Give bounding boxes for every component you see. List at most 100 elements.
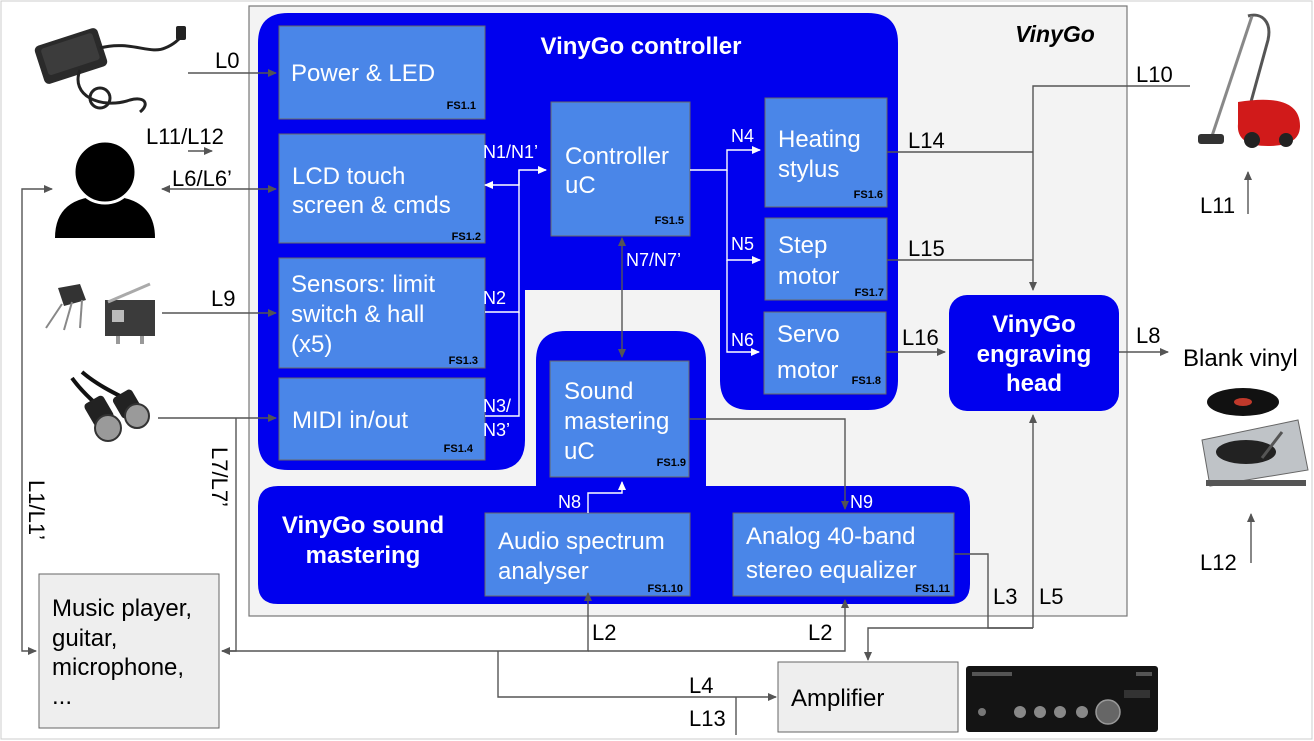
block-audio-spectrum: Audio spectrum analyser FS1.10 xyxy=(484,512,691,597)
block-power-led: Power & LED FS1.1 xyxy=(278,25,486,120)
label-l15: L15 xyxy=(908,236,945,261)
link-l3-amp xyxy=(864,627,1033,661)
svg-text:screen & cmds: screen & cmds xyxy=(292,192,451,219)
svg-text:FS1.2: FS1.2 xyxy=(452,231,481,243)
node-n6: N6 xyxy=(731,330,754,350)
svg-text:MIDI in/out: MIDI in/out xyxy=(292,407,408,434)
block-midi: MIDI in/out FS1.4 xyxy=(278,377,486,461)
svg-text:Controller: Controller xyxy=(565,143,669,170)
svg-text:Heating: Heating xyxy=(778,126,861,153)
svg-text:FS1.7: FS1.7 xyxy=(855,287,884,299)
amplifier-icon xyxy=(966,666,1158,732)
svg-text:Servo: Servo xyxy=(777,321,840,348)
svg-text:motor: motor xyxy=(777,357,838,384)
svg-text:FS1.10: FS1.10 xyxy=(648,583,683,595)
svg-text:Amplifier: Amplifier xyxy=(791,685,884,712)
label-l4: L4 xyxy=(689,673,713,698)
link-l2-equalizer xyxy=(588,599,849,652)
svg-text:FS1.5: FS1.5 xyxy=(655,215,684,227)
svg-text:FS1.4: FS1.4 xyxy=(444,443,474,455)
svg-text:(x5): (x5) xyxy=(291,331,332,358)
svg-text:FS1.3: FS1.3 xyxy=(449,355,478,367)
label-l10: L10 xyxy=(1136,62,1173,87)
node-n3-b: N3’ xyxy=(483,420,510,440)
label-l8: L8 xyxy=(1136,323,1160,348)
sensor-components-icon xyxy=(45,282,155,344)
svg-text:Music player,: Music player, xyxy=(52,595,192,622)
svg-text:uC: uC xyxy=(564,438,595,465)
svg-text:switch & hall: switch & hall xyxy=(291,301,424,328)
svg-text:Analog 40-band: Analog 40-band xyxy=(746,523,915,550)
engraving-head-line3: head xyxy=(1006,370,1062,397)
svg-text:Power & LED: Power & LED xyxy=(291,60,435,87)
music-source-box: Music player, guitar, microphone, ... xyxy=(38,573,220,729)
label-l2-b: L2 xyxy=(808,620,832,645)
svg-text:mastering: mastering xyxy=(564,408,669,435)
block-lcd-touch: LCD touch screen & cmds FS1.2 xyxy=(278,133,486,244)
svg-text:stereo equalizer: stereo equalizer xyxy=(746,557,917,584)
label-l9: L9 xyxy=(211,286,235,311)
engraving-head-line2: engraving xyxy=(977,341,1092,368)
node-n9: N9 xyxy=(850,492,873,512)
node-n3-a: N3/ xyxy=(483,396,511,416)
node-n8: N8 xyxy=(558,492,581,512)
link-n3 xyxy=(485,312,520,417)
external-connections xyxy=(21,69,1255,735)
blank-vinyl-label: Blank vinyl xyxy=(1183,345,1298,372)
svg-text:guitar,: guitar, xyxy=(52,625,117,652)
block-servo-motor: Servo motor FS1.8 xyxy=(763,311,887,395)
label-l11-l12: L11/L12 xyxy=(146,124,224,149)
label-l0: L0 xyxy=(215,48,239,73)
vacuum-cleaner-icon xyxy=(1198,13,1300,148)
label-l14: L14 xyxy=(908,128,945,153)
link-n6 xyxy=(726,260,760,356)
label-l3: L3 xyxy=(993,584,1017,609)
user-icon xyxy=(55,139,155,238)
label-l11: L11 xyxy=(1200,193,1235,218)
block-heating-stylus: Heating stylus FS1.6 xyxy=(764,97,888,208)
engraving-head-line1: VinyGo xyxy=(992,311,1076,338)
svg-text:microphone,: microphone, xyxy=(52,654,184,681)
svg-text:uC: uC xyxy=(565,172,596,199)
label-l7: L7/L7’ xyxy=(207,447,232,507)
link-n4 xyxy=(690,146,761,171)
node-n7: N7/N7’ xyxy=(626,250,681,270)
block-step-motor: Step motor FS1.7 xyxy=(764,217,888,301)
svg-text:LCD touch: LCD touch xyxy=(292,163,405,190)
svg-text:FS1.1: FS1.1 xyxy=(447,100,476,112)
vinygo-title: VinyGo xyxy=(1015,21,1095,47)
internal-connections xyxy=(484,146,761,513)
sound-group-title-line2: mastering xyxy=(306,542,421,569)
label-l5: L5 xyxy=(1039,584,1063,609)
svg-text:FS1.9: FS1.9 xyxy=(657,457,686,469)
node-n4: N4 xyxy=(731,126,754,146)
node-n5: N5 xyxy=(731,234,754,254)
node-n2: N2 xyxy=(483,288,506,308)
engraving-head xyxy=(949,295,1119,411)
svg-text:FS1.11: FS1.11 xyxy=(915,583,950,595)
label-l13: L13 xyxy=(689,706,726,731)
label-l1: L1/L1’ xyxy=(24,480,49,540)
midi-cable-icon xyxy=(70,370,150,442)
svg-text:stylus: stylus xyxy=(778,156,839,183)
link-l4 xyxy=(497,651,777,701)
link-l10 xyxy=(1029,85,1190,291)
link-l1 xyxy=(21,185,53,655)
svg-text:Step: Step xyxy=(778,232,827,259)
svg-text:motor: motor xyxy=(778,263,839,290)
svg-text:...: ... xyxy=(52,683,72,710)
amplifier-box: Amplifier xyxy=(777,661,959,733)
link-n8 xyxy=(587,481,626,513)
svg-text:Sound: Sound xyxy=(564,378,633,405)
label-l6: L6/L6’ xyxy=(172,166,232,191)
label-l16: L16 xyxy=(902,325,939,350)
block-sensors: Sensors: limit switch & hall (x5) FS1.3 xyxy=(278,257,486,369)
block-sound-mastering-uc: Sound mastering uC FS1.9 xyxy=(549,360,690,478)
svg-text:analyser: analyser xyxy=(498,558,589,585)
block-controller-uc: Controller uC FS1.5 xyxy=(550,101,691,237)
link-n9 xyxy=(689,418,849,510)
svg-text:FS1.6: FS1.6 xyxy=(854,189,883,201)
sound-group-title-line1: VinyGo sound xyxy=(282,512,444,539)
block-equalizer: Analog 40-band stereo equalizer FS1.11 xyxy=(732,512,955,597)
